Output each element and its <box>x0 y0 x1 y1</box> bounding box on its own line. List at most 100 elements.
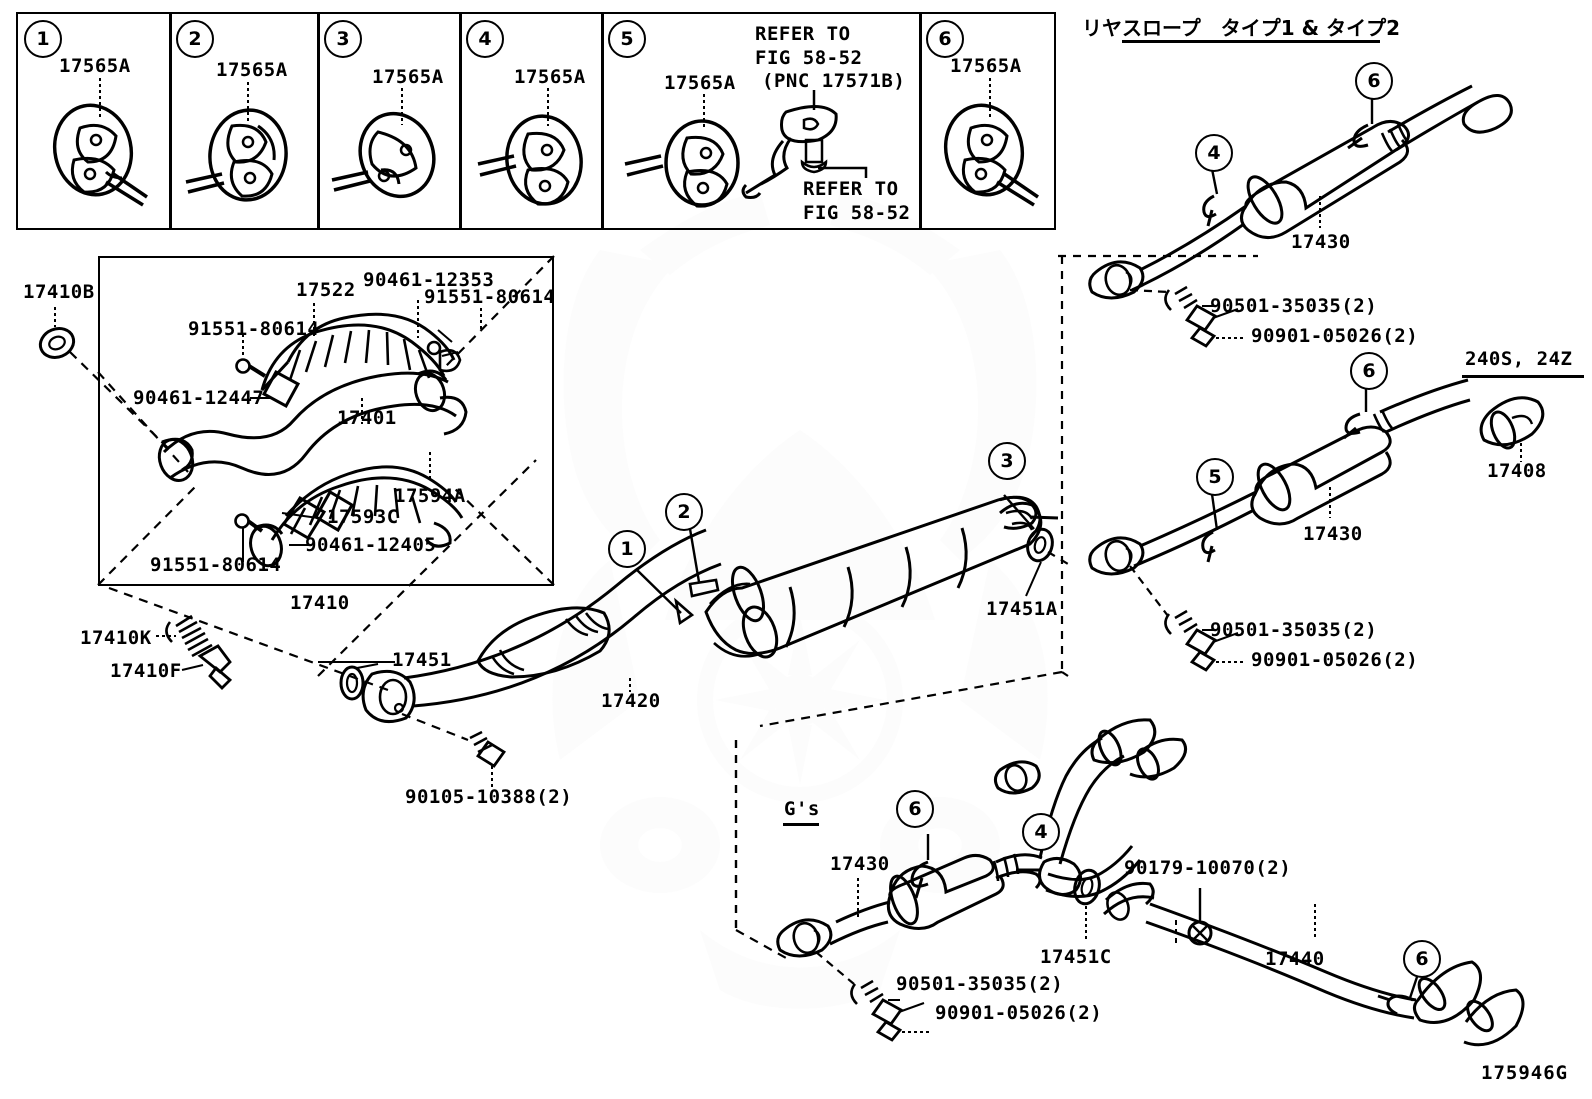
rear-type12-callout-4-num: 4 <box>1207 142 1221 164</box>
panel-callout-3-num: 3 <box>336 28 350 50</box>
label-rear-17430-type12: 17430 <box>1291 231 1351 253</box>
panel-2-part-label: 17565A <box>216 59 288 81</box>
gs-callout-4-num: 4 <box>1034 821 1048 843</box>
panel-3-graphic <box>331 88 436 199</box>
panel-divider-2 <box>317 12 320 230</box>
panel-callout-6-num: 6 <box>938 28 952 50</box>
panel-callout-1-num: 1 <box>36 28 50 50</box>
label-17522: 17522 <box>296 279 356 301</box>
center-callout-2[interactable]: 2 <box>665 493 703 531</box>
panel-6-graphic <box>943 78 1039 207</box>
rear-240s-callout-6[interactable]: 6 <box>1350 352 1388 390</box>
rear-type12-callout-4[interactable]: 4 <box>1195 134 1233 172</box>
panel-5-refer-top-line2: FIG 58-52 <box>755 47 863 69</box>
label-90461-12353: 90461-12353 <box>363 269 495 291</box>
panel-callout-2[interactable]: 2 <box>176 20 214 58</box>
label-90901-05026-240s: 90901-05026(2) <box>1251 649 1419 671</box>
rear-240s-callout-6-num: 6 <box>1362 360 1376 382</box>
label-17420: 17420 <box>601 690 661 712</box>
label-17410K: 17410K <box>80 627 152 649</box>
label-90501-35035-type12: 90501-35035(2) <box>1210 295 1378 317</box>
center-callout-2-num: 2 <box>677 501 691 523</box>
label-17451: 17451 <box>392 649 452 671</box>
center-callout-3[interactable]: 3 <box>988 442 1026 480</box>
panel-divider-4 <box>601 12 604 230</box>
panel-callout-5-num: 5 <box>620 28 634 50</box>
label-90461-12447: 90461-12447 <box>133 387 265 409</box>
panel-5-refer-top-line3: (PNC 17571B) <box>762 70 906 92</box>
rear-type12-callout-6[interactable]: 6 <box>1355 62 1393 100</box>
panel-callout-2-num: 2 <box>188 28 202 50</box>
gs-callout-6-right[interactable]: 6 <box>1403 940 1441 978</box>
label-17593C: 17593C <box>327 506 399 528</box>
panel-callout-4[interactable]: 4 <box>466 20 504 58</box>
label-section-gs: G's <box>784 798 820 820</box>
rear-slope-title-underline <box>1122 40 1380 43</box>
label-90501-35035-gs: 90501-35035(2) <box>896 973 1064 995</box>
label-91551-80614-bottom: 91551-80614 <box>150 554 282 576</box>
label-17451A: 17451A <box>986 598 1058 620</box>
label-17594A: 17594A <box>394 485 466 507</box>
panel-callout-1[interactable]: 1 <box>24 20 62 58</box>
panel-1-graphic <box>52 78 148 207</box>
label-17451C: 17451C <box>1040 946 1112 968</box>
label-90501-35035-240s: 90501-35035(2) <box>1210 619 1378 641</box>
label-17408: 17408 <box>1487 460 1547 482</box>
label-rear-17430-240s: 17430 <box>1303 523 1363 545</box>
panel-callout-6[interactable]: 6 <box>926 20 964 58</box>
label-90179-10070: 90179-10070(2) <box>1124 857 1292 879</box>
label-17440: 17440 <box>1265 948 1325 970</box>
label-90105-10388: 90105-10388(2) <box>405 786 573 808</box>
rear-type12-callout-6-num: 6 <box>1367 70 1381 92</box>
panel-1-part-label: 17565A <box>59 55 131 77</box>
panel-4-graphic <box>477 88 583 206</box>
panel-callout-5[interactable]: 5 <box>608 20 646 58</box>
label-90901-05026-type12: 90901-05026(2) <box>1251 325 1419 347</box>
gs-callout-6-left-num: 6 <box>908 798 922 820</box>
panel-5-refer-top-line1: REFER TO <box>755 23 851 45</box>
section-240s-underline <box>1462 375 1584 378</box>
panel-callout-3[interactable]: 3 <box>324 20 362 58</box>
label-91551-80614-left: 91551-80614 <box>188 318 320 340</box>
panel-divider-3 <box>459 12 462 230</box>
label-17410F: 17410F <box>110 660 182 682</box>
center-callout-1-num: 1 <box>620 538 634 560</box>
label-90901-05026-gs: 90901-05026(2) <box>935 1002 1103 1024</box>
center-callout-3-num: 3 <box>1000 450 1014 472</box>
panel-divider-5 <box>919 12 922 230</box>
label-91551-80614-right: 91551-80614 <box>424 286 556 308</box>
panel-5-part-label: 17565A <box>664 72 736 94</box>
panel-5-refer-bottom-line2: FIG 58-52 <box>803 202 911 224</box>
label-17410B: 17410B <box>23 281 95 303</box>
center-callout-1[interactable]: 1 <box>608 530 646 568</box>
panel-2-graphic <box>185 82 288 202</box>
panel-5-refer-bottom-line1: REFER TO <box>803 178 899 200</box>
label-90461-12405: 90461-12405 <box>305 534 437 556</box>
label-17410: 17410 <box>290 592 350 614</box>
panel-3-part-label: 17565A <box>372 66 444 88</box>
label-17401: 17401 <box>337 407 397 429</box>
panel-callout-4-num: 4 <box>478 28 492 50</box>
gs-callout-6-right-num: 6 <box>1415 948 1429 970</box>
detail-box-17410 <box>98 256 554 586</box>
label-gs-17430: 17430 <box>830 853 890 875</box>
rear-240s-callout-5[interactable]: 5 <box>1196 458 1234 496</box>
top-panel-row-frame <box>16 12 1056 230</box>
section-gs-underline <box>783 823 819 826</box>
gs-callout-4[interactable]: 4 <box>1022 813 1060 851</box>
panel-4-part-label: 17565A <box>514 66 586 88</box>
diagram-code: 175946G <box>1481 1062 1569 1084</box>
panel-divider-1 <box>169 12 172 230</box>
rear-240s-callout-5-num: 5 <box>1208 466 1222 488</box>
rear-slope-title-jp: リヤスロープ タイプ1 & タイプ2 <box>1082 16 1400 40</box>
panel-6-part-label: 17565A <box>950 55 1022 77</box>
panel-5-graphic <box>624 90 868 208</box>
gs-callout-6-left[interactable]: 6 <box>896 790 934 828</box>
